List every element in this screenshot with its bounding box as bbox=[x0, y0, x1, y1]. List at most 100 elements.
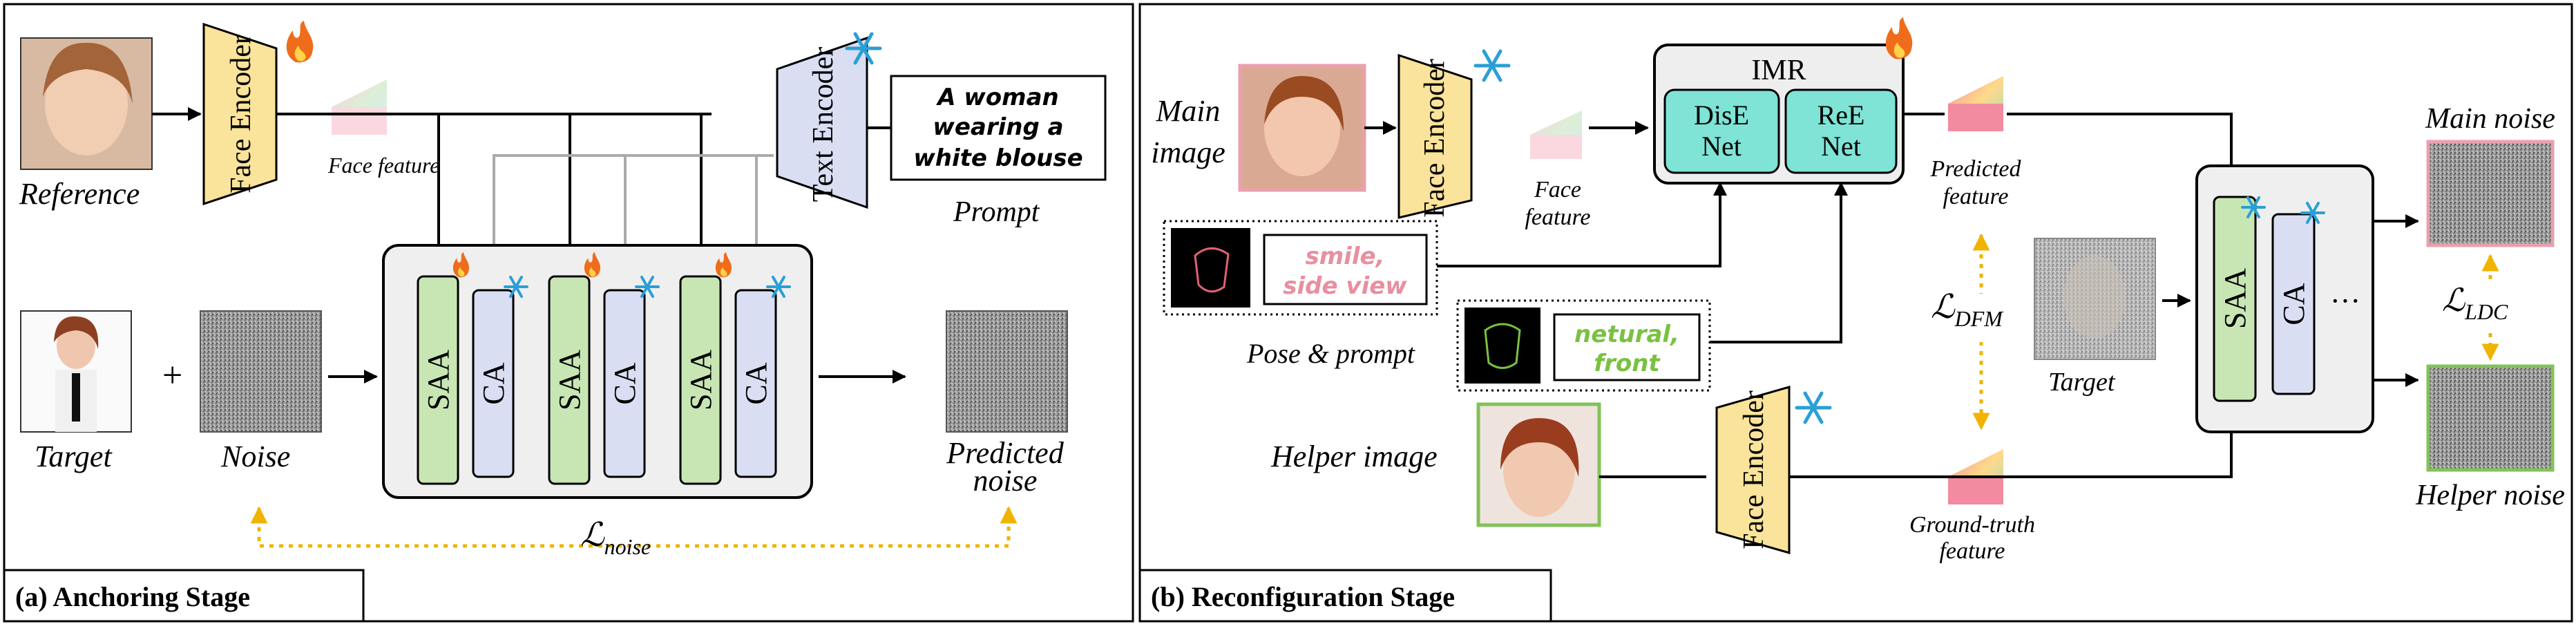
fire-icon bbox=[286, 21, 314, 63]
prompt-1-line-1: smile, bbox=[1306, 243, 1385, 270]
face-feature-b-line-1: Face bbox=[1534, 177, 1581, 202]
noise-label: Noise bbox=[220, 440, 290, 473]
snowflake-icon bbox=[2241, 196, 2266, 218]
gt-feature-line-1: Ground-truth bbox=[1909, 512, 2035, 538]
snowflake-icon bbox=[766, 276, 791, 298]
ree-net-line-1: ReE bbox=[1817, 100, 1865, 131]
helper-image-label: Helper image bbox=[1270, 440, 1438, 473]
saa-block-4 bbox=[679, 275, 722, 485]
pose-prompt-label: Pose & prompt bbox=[1246, 338, 1415, 369]
pose-prompt-1-box bbox=[1163, 220, 1438, 316]
arrow-prompt2-ree bbox=[1710, 182, 1848, 343]
main-image-line-2: image bbox=[1151, 135, 1225, 169]
main-noise-image bbox=[2426, 140, 2555, 247]
panel-b-caption: (b) Reconfiguration Stage bbox=[1151, 581, 1455, 612]
fire-icon bbox=[452, 252, 470, 278]
prompt-label: Prompt bbox=[953, 196, 1040, 228]
fire-icon bbox=[715, 252, 732, 278]
snowflake-icon bbox=[1795, 391, 1832, 424]
main-noise-label: Main noise bbox=[2425, 103, 2555, 135]
text-encoder-label: Text Encoder bbox=[808, 47, 839, 202]
helper-image bbox=[1476, 402, 1601, 527]
face-encoder-b-main bbox=[1397, 53, 1473, 219]
saa-label-0: SAA bbox=[421, 350, 455, 410]
snowflake-icon bbox=[845, 32, 882, 65]
pose-image-1 bbox=[1171, 228, 1250, 308]
reference-image bbox=[20, 37, 153, 170]
target-face-ghost bbox=[2063, 256, 2126, 339]
fire-icon bbox=[584, 252, 601, 278]
saa-block-0 bbox=[417, 275, 459, 485]
target-label-b: Target bbox=[2048, 368, 2116, 397]
prompt-1-box bbox=[1263, 234, 1428, 305]
text-line-1 bbox=[487, 154, 774, 274]
gt-feature-line-2: feature bbox=[1939, 538, 2005, 564]
prompt-1-line-2: side view bbox=[1283, 272, 1407, 300]
ca-block-5 bbox=[734, 289, 777, 478]
dise-net bbox=[1663, 88, 1780, 174]
face-encoder-a bbox=[202, 22, 278, 206]
saa-label-2: SAA bbox=[553, 350, 586, 410]
prompt-line-3: white blouse bbox=[913, 144, 1082, 172]
target-label-a: Target bbox=[35, 440, 113, 473]
face-feature-b-line-2: feature bbox=[1525, 205, 1590, 230]
ca-label-5: CA bbox=[739, 362, 773, 404]
predicted-noise-line-1: Predicted bbox=[946, 436, 1064, 470]
panel-a-frame bbox=[3, 3, 1134, 623]
snowflake-icon bbox=[635, 276, 660, 298]
ca-label-3: CA bbox=[608, 362, 642, 404]
ca-block-b bbox=[2271, 213, 2316, 395]
loss-noise-arrow bbox=[250, 506, 1018, 548]
helper-noise-image bbox=[2426, 364, 2555, 472]
fire-icon bbox=[1885, 17, 1913, 59]
predicted-feature-line-2: feature bbox=[1943, 184, 2008, 209]
ree-net-line-2: Net bbox=[1821, 131, 1861, 162]
pose-outline-2 bbox=[1484, 323, 1521, 369]
prompt-2-box bbox=[1553, 313, 1701, 381]
text-encoder bbox=[776, 36, 868, 209]
loss-noise-label: ℒnoise bbox=[580, 517, 651, 559]
dise-net-line-2: Net bbox=[1701, 131, 1742, 162]
pose-image-2 bbox=[1464, 308, 1540, 384]
ca-label-1: CA bbox=[477, 362, 511, 404]
loss-dfm-label: ℒDFM bbox=[1931, 289, 2004, 331]
face-feature-a-label: Face feature bbox=[327, 153, 439, 178]
snowflake-icon bbox=[504, 276, 528, 298]
ca-block-1 bbox=[472, 289, 515, 478]
ca-block-3 bbox=[603, 289, 646, 478]
ca-label-b: CA bbox=[2277, 283, 2311, 325]
predicted-feature-line-1: Predicted bbox=[1930, 156, 2022, 182]
loss-ldc-bg bbox=[2437, 283, 2548, 329]
pose-outline-1 bbox=[1194, 247, 1230, 293]
plus-sign: + bbox=[162, 356, 182, 395]
main-image-line-1: Main bbox=[1156, 94, 1221, 128]
prompt-2-line-2: front bbox=[1594, 350, 1661, 377]
arrow-gt-saa bbox=[1789, 413, 2238, 478]
predicted-noise-image bbox=[946, 310, 1068, 433]
dise-net-line-1: DisE bbox=[1694, 100, 1749, 131]
saa-label-b: SAA bbox=[2218, 268, 2252, 329]
prompt-line-1: A woman bbox=[935, 84, 1059, 111]
snowflake-icon bbox=[2300, 202, 2325, 224]
ellipsis: ··· bbox=[2330, 284, 2360, 318]
panel-b-frame bbox=[1138, 3, 2573, 623]
loss-ldc-label: ℒLDC bbox=[2442, 283, 2508, 324]
prompt-line-2: wearing a bbox=[933, 113, 1063, 141]
reference-label: Reference bbox=[19, 177, 140, 211]
face-encoder-b-main-label: Face Encoder bbox=[1419, 59, 1451, 218]
saa-block-2 bbox=[548, 275, 591, 485]
face-encoder-a-label: Face Encoder bbox=[225, 35, 257, 193]
helper-noise-label: Helper noise bbox=[2415, 480, 2565, 511]
panel-a-caption-box bbox=[3, 569, 365, 623]
saa-block-b bbox=[2213, 196, 2257, 402]
snowflake-icon bbox=[1473, 49, 1511, 82]
main-image bbox=[1238, 64, 1366, 192]
ree-net bbox=[1784, 88, 1898, 174]
panel-b-caption-box bbox=[1138, 569, 1552, 623]
arrow-prompt1-dise bbox=[1437, 182, 1727, 267]
target-image bbox=[20, 310, 132, 433]
panel-a-caption: (a) Anchoring Stage bbox=[15, 581, 250, 612]
predicted-feature bbox=[1948, 76, 2003, 131]
face-encoder-b-helper bbox=[1715, 386, 1791, 554]
